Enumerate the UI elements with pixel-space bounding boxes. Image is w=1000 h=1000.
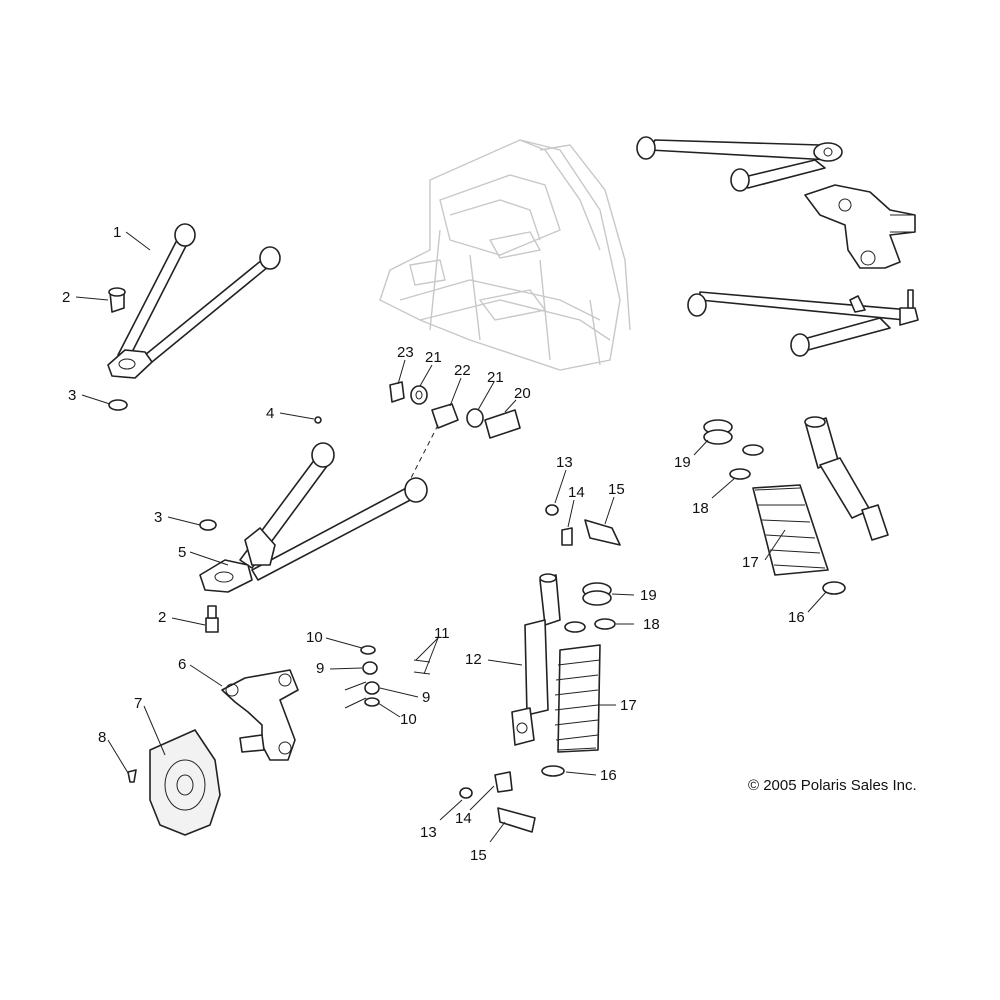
callout-4: 4 — [266, 405, 274, 422]
callout-8: 8 — [98, 729, 106, 746]
grease-fitting — [314, 416, 322, 424]
leader-lines — [75, 231, 827, 843]
callout-16-right: 16 — [788, 609, 805, 626]
callout-12: 12 — [465, 651, 482, 668]
callout-16-center: 16 — [600, 767, 617, 784]
callout-14-lower: 14 — [455, 810, 472, 827]
ball-joint-upper — [108, 287, 126, 313]
callout-17-center: 17 — [620, 697, 637, 714]
callout-11: 11 — [434, 625, 450, 642]
callout-15-lower: 15 — [470, 847, 487, 864]
callout-21-upper: 21 — [425, 349, 442, 366]
upper-a-arm — [107, 223, 281, 379]
right-shock — [804, 416, 889, 541]
callout-3-upper: 3 — [68, 387, 76, 404]
brake-disc — [149, 729, 221, 836]
center-bolts-upper — [545, 504, 621, 546]
callout-1: 1 — [113, 224, 121, 241]
callout-9-lower: 9 — [422, 689, 430, 706]
screw — [127, 769, 137, 783]
callout-19-center: 19 — [640, 587, 657, 604]
callout-21-lower: 21 — [487, 369, 504, 386]
callout-6: 6 — [178, 656, 186, 673]
callout-14-upper: 14 — [568, 484, 585, 501]
callout-labels: 1 2 3 4 3 5 2 6 7 8 10 9 11 9 10 23 21 2… — [62, 224, 805, 864]
callout-19-right: 19 — [674, 454, 691, 471]
pivot-hardware — [389, 381, 521, 481]
callout-9-upper: 9 — [316, 660, 324, 677]
center-bolts-lower — [459, 771, 536, 833]
callout-7: 7 — [134, 695, 142, 712]
callout-3-lower: 3 — [154, 509, 162, 526]
steering-knuckle — [221, 669, 299, 761]
callout-10-upper: 10 — [306, 629, 323, 646]
assembled-spindle — [804, 184, 916, 269]
assembled-lower-arm — [687, 289, 919, 357]
callout-22: 22 — [454, 362, 471, 379]
callout-23: 23 — [397, 344, 414, 361]
lower-a-arm — [199, 442, 428, 593]
callout-2-lower: 2 — [158, 609, 166, 626]
copyright-notice: © 2005 Polaris Sales Inc. — [748, 777, 917, 794]
callout-13-lower: 13 — [420, 824, 437, 841]
callout-10-lower: 10 — [400, 711, 417, 728]
callout-17-right: 17 — [742, 554, 759, 571]
center-spring-stack — [541, 582, 616, 777]
callout-18-center: 18 — [643, 616, 660, 633]
nut-washer-set — [360, 645, 431, 707]
retaining-ring-upper — [108, 399, 128, 411]
callout-5: 5 — [178, 544, 186, 561]
assembled-upper-arm — [636, 136, 843, 192]
center-shock — [511, 573, 561, 746]
callout-18-right: 18 — [692, 500, 709, 517]
callout-15-upper: 15 — [608, 481, 625, 498]
retaining-ring-lower — [199, 519, 217, 531]
vehicle-frame — [379, 139, 631, 371]
callout-13-upper: 13 — [556, 454, 573, 471]
right-spring-stack — [703, 419, 846, 595]
callout-20: 20 — [514, 385, 531, 402]
ball-joint-lower — [205, 605, 219, 633]
callout-2-upper: 2 — [62, 289, 70, 306]
